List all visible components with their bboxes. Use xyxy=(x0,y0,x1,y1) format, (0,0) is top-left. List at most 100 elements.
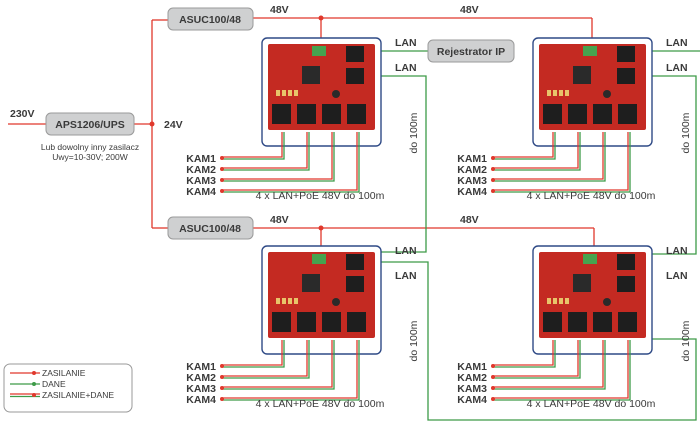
camera-lead-power xyxy=(222,132,358,191)
camera-endpoint xyxy=(491,397,495,401)
camera-lead-power xyxy=(493,340,554,366)
component xyxy=(559,90,563,96)
rj45-port xyxy=(346,276,364,292)
lan-label: LAN xyxy=(395,245,417,257)
rj45-port xyxy=(618,312,637,332)
rj45-port xyxy=(617,68,635,84)
lan-label: LAN xyxy=(395,37,417,49)
terminal-block xyxy=(312,254,326,264)
camera-lead-data xyxy=(493,340,581,379)
rj45-port xyxy=(322,104,341,124)
component xyxy=(294,298,298,304)
chip xyxy=(302,274,320,292)
rj45-port xyxy=(618,104,637,124)
converter-label: ASUC100/48 xyxy=(179,223,241,235)
converter-box-1: ASUC100/48 xyxy=(167,7,254,31)
camera-lead-power xyxy=(493,340,579,377)
rj45-port xyxy=(346,68,364,84)
camera-label: KAM1 xyxy=(186,361,216,373)
distance-label: do 100m xyxy=(680,320,692,361)
converter-out-left: 48V xyxy=(270,214,289,226)
psu-note-line2: Uwy=10-30V; 200W xyxy=(52,152,128,162)
rj45-port xyxy=(272,104,291,124)
rj45-port xyxy=(617,46,635,62)
camera-endpoint xyxy=(491,375,495,379)
component xyxy=(294,90,298,96)
rj45-port xyxy=(543,312,562,332)
output-voltage-label: 24V xyxy=(164,119,183,131)
camera-endpoint xyxy=(220,189,224,193)
camera-label: KAM4 xyxy=(457,186,487,198)
camera-lead-power xyxy=(493,340,629,399)
rj45-port xyxy=(297,312,316,332)
camera-lead-power xyxy=(222,340,358,399)
component xyxy=(282,298,286,304)
camera-lead-data xyxy=(493,340,631,401)
psu-label: APS1206/UPS xyxy=(55,119,124,131)
camera-label: KAM1 xyxy=(457,153,487,165)
camera-lead-data xyxy=(222,132,285,160)
component xyxy=(553,298,557,304)
camera-endpoint xyxy=(220,364,224,368)
component xyxy=(547,298,551,304)
recorder-label: Rejestrator IP xyxy=(437,46,505,58)
camera-lead-data xyxy=(493,340,556,368)
rj45-port xyxy=(347,312,366,332)
camera-label: KAM3 xyxy=(457,175,487,187)
component xyxy=(288,298,292,304)
camera-lead-data xyxy=(222,132,310,171)
camera-label: KAM3 xyxy=(186,383,216,395)
rj45-port xyxy=(617,276,635,292)
camera-label: KAM2 xyxy=(186,164,216,176)
line-lan-m1-m3 xyxy=(381,75,427,253)
distance-label: do 100m xyxy=(408,320,420,361)
capacitor xyxy=(603,298,611,306)
psu-box: APS1206/UPS xyxy=(45,112,135,136)
lan-label: LAN xyxy=(666,62,688,74)
camera-lead-power xyxy=(493,132,579,169)
rj45-port xyxy=(568,312,587,332)
capacitor xyxy=(332,90,340,98)
chip xyxy=(302,66,320,84)
camera-lead-data xyxy=(222,132,335,182)
junction-dot xyxy=(318,15,324,21)
psu-note-line1: Lub dowolny inny zasilacz xyxy=(41,142,139,152)
camera-lead-data xyxy=(222,340,310,379)
legend-swatch-dot xyxy=(32,393,36,397)
camera-lead-power xyxy=(493,132,604,180)
rj45-port xyxy=(272,312,291,332)
camera-lead-data xyxy=(222,340,335,390)
recorder-box: Rejestrator IP xyxy=(427,39,515,63)
data-lines xyxy=(381,50,700,421)
terminal-block xyxy=(583,46,597,56)
camera-label: KAM4 xyxy=(186,394,216,406)
converter-out-left: 48V xyxy=(270,4,289,16)
terminal-block xyxy=(312,46,326,56)
component xyxy=(547,90,551,96)
converter-label: ASUC100/48 xyxy=(179,14,241,26)
module-caption: 4 x LAN+PoE 48V do 100m xyxy=(256,190,385,202)
camera-endpoint xyxy=(491,189,495,193)
camera-lead-data xyxy=(493,132,556,160)
camera-lead-data xyxy=(222,340,360,401)
legend-swatch-dot xyxy=(32,371,36,375)
camera-lead-power xyxy=(222,132,283,158)
camera-label: KAM2 xyxy=(457,164,487,176)
camera-lead-data xyxy=(493,340,606,390)
rj45-port xyxy=(568,104,587,124)
rj45-port xyxy=(593,312,612,332)
chip xyxy=(573,274,591,292)
distance-label: do 100m xyxy=(408,112,420,153)
camera-endpoint xyxy=(491,167,495,171)
camera-endpoint xyxy=(220,386,224,390)
camera-lead-power xyxy=(222,132,308,169)
camera-lead-data xyxy=(222,132,360,193)
rj45-port xyxy=(617,254,635,270)
camera-label: KAM4 xyxy=(186,186,216,198)
capacitor xyxy=(603,90,611,98)
